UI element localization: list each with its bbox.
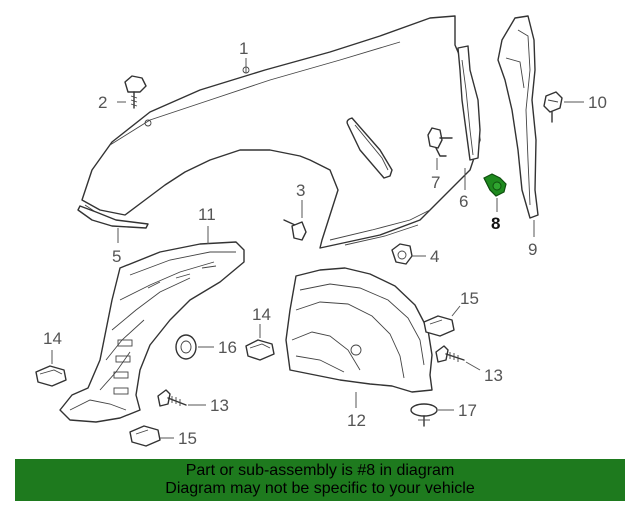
- screw-part-13-right[interactable]: [435, 345, 465, 363]
- bracket-part-9[interactable]: [497, 15, 539, 219]
- callout-2: 2: [98, 93, 107, 112]
- liner-part-11[interactable]: [59, 241, 245, 423]
- bolt-part-2[interactable]: [124, 75, 147, 109]
- callout-13-left: 13: [210, 396, 229, 415]
- callout-10: 10: [588, 93, 607, 112]
- diagram-drawing: 1 2 3 4 5 6 7 8 9 10 11 12 13 13 14 14 1…: [35, 15, 607, 448]
- banner-line-1: Part or sub-assembly is #8 in diagram: [185, 462, 455, 479]
- callout-9: 9: [528, 240, 537, 259]
- callout-11: 11: [198, 205, 216, 224]
- bolt-part-8[interactable]: [483, 173, 507, 197]
- callout-15-bottom: 15: [178, 429, 197, 448]
- clip-part-3[interactable]: [283, 219, 307, 241]
- clip-part-10[interactable]: [543, 91, 563, 123]
- callout-4: 4: [430, 247, 439, 266]
- clip-nut-part-14-left[interactable]: [35, 365, 67, 387]
- molding-part-5[interactable]: [77, 205, 149, 229]
- fender-part-1[interactable]: [81, 15, 481, 249]
- clip-nut-part-14-right[interactable]: [245, 339, 275, 361]
- part-info-banner: Part or sub-assembly is #8 in diagram Di…: [15, 459, 625, 501]
- callout-14-left: 14: [43, 329, 62, 348]
- callout-8: 8: [491, 214, 500, 233]
- callout-1: 1: [239, 39, 248, 58]
- callout-5: 5: [112, 247, 121, 266]
- grommet-part-16[interactable]: [175, 334, 197, 360]
- seal-part-6[interactable]: [457, 45, 481, 161]
- callout-3: 3: [296, 181, 305, 200]
- callout-14-right: 14: [252, 305, 271, 324]
- banner-line-2: Diagram may not be specific to your vehi…: [165, 480, 475, 497]
- nut-part-4[interactable]: [391, 243, 413, 265]
- callout-17: 17: [458, 401, 477, 420]
- liner-part-12[interactable]: [285, 267, 433, 393]
- callout-7: 7: [431, 173, 440, 192]
- clip-part-15-top[interactable]: [423, 315, 455, 337]
- callout-12: 12: [347, 411, 366, 430]
- clip-part-15-bottom[interactable]: [129, 425, 161, 447]
- leader-lines: [51, 58, 584, 439]
- callout-13-right: 13: [484, 366, 503, 385]
- screw-part-13-left[interactable]: [157, 389, 187, 407]
- callout-16: 16: [218, 338, 237, 357]
- clip-part-17[interactable]: [410, 403, 438, 427]
- callout-6: 6: [459, 192, 468, 211]
- callout-15-top: 15: [460, 289, 479, 308]
- clip-part-7[interactable]: [427, 127, 453, 157]
